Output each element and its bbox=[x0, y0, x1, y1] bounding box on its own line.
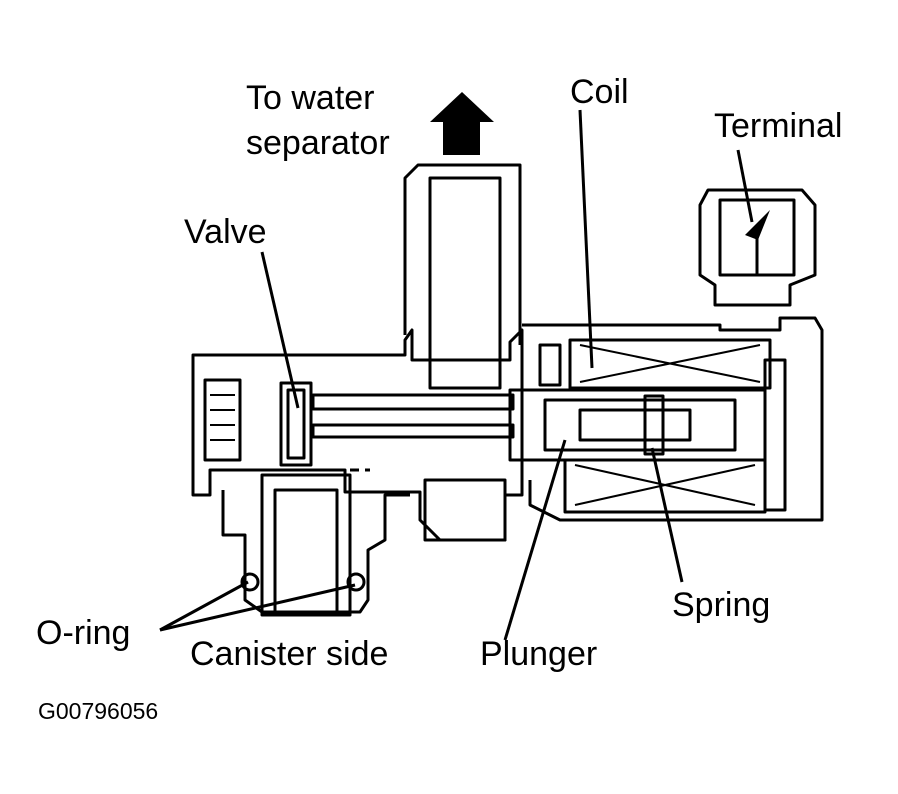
label-coil: Coil bbox=[570, 73, 629, 111]
label-spring: Spring bbox=[672, 586, 771, 624]
canister-fitting bbox=[221, 473, 410, 617]
solenoid-coil bbox=[508, 316, 824, 522]
leader-lines bbox=[159, 109, 754, 641]
valve-housing bbox=[191, 328, 524, 542]
label-o-ring: O-ring bbox=[36, 614, 131, 652]
flow-arrow-icon bbox=[430, 92, 494, 155]
label-plunger: Plunger bbox=[480, 635, 598, 673]
label-terminal: Terminal bbox=[714, 107, 843, 145]
label-valve: Valve bbox=[184, 213, 267, 251]
outlet-pipe bbox=[403, 163, 522, 542]
label-canister-side: Canister side bbox=[190, 635, 389, 673]
terminal-connector bbox=[698, 188, 817, 307]
label-to-water-separator-line1: To water bbox=[246, 79, 375, 117]
valve-assembly bbox=[279, 381, 515, 467]
label-to-water-separator-line2: separator bbox=[246, 124, 390, 162]
figure-id: G00796056 bbox=[38, 698, 159, 724]
